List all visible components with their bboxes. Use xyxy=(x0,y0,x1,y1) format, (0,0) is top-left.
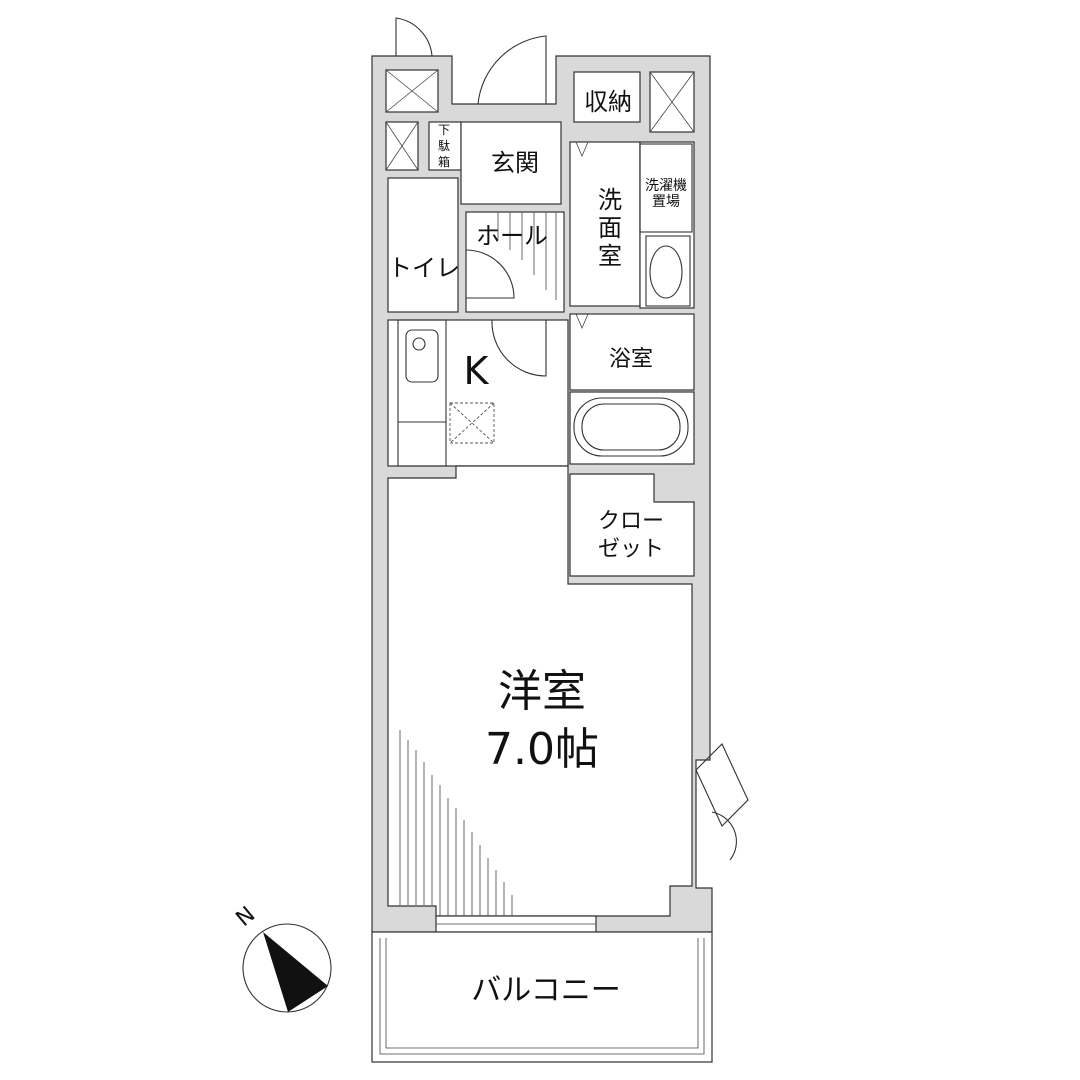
hall-label: ホール xyxy=(476,222,548,250)
kitchen-sink xyxy=(405,329,439,383)
storage-hatch xyxy=(399,730,513,916)
laundry-label-1: 洗濯機 xyxy=(645,178,687,194)
western-room-size: 7.0帖 xyxy=(485,724,599,775)
compass: N xyxy=(231,902,332,1013)
north-label: N xyxy=(231,902,260,932)
western-room xyxy=(387,465,693,917)
laundry-area xyxy=(639,141,695,309)
fridge-space xyxy=(449,402,495,444)
hall-hatch xyxy=(497,212,557,300)
storage xyxy=(573,71,641,123)
entrance-label: 玄関 xyxy=(491,149,539,177)
shaft-door xyxy=(395,17,433,57)
storage-label: 収納 xyxy=(584,88,632,116)
balcony-label: バルコニー xyxy=(471,973,620,1008)
shoe-box-label-2: 駄 xyxy=(438,138,450,153)
shoe-box-label-3: 箱 xyxy=(438,154,450,169)
closet-label-1: クロー xyxy=(598,509,664,534)
kitchen-door-swing xyxy=(491,319,547,377)
kitchen xyxy=(387,319,569,467)
balcony xyxy=(371,931,713,1063)
bathtub xyxy=(573,397,689,457)
closet-label-2: ゼット xyxy=(598,537,664,562)
closet xyxy=(569,473,695,577)
kitchen-label: K xyxy=(464,349,490,393)
north-arrow-icon xyxy=(263,932,328,1012)
laundry-label-2: 置場 xyxy=(652,194,680,210)
shoe-box-label-1: 下 xyxy=(438,123,450,137)
washroom-label-1: 洗 xyxy=(598,186,622,214)
bathroom xyxy=(569,313,695,391)
washroom-label-3: 室 xyxy=(598,242,622,270)
shoe-box xyxy=(428,121,462,171)
entrance xyxy=(460,121,562,205)
entrance-door[interactable] xyxy=(477,35,547,105)
toilet xyxy=(387,177,459,313)
toilet-door-swing xyxy=(465,249,515,299)
sink xyxy=(645,235,691,307)
hall xyxy=(465,211,565,313)
labels: 下 駄 箱 玄関 収納 ホール トイレ 洗 面 室 洗濯機 置場 K 浴室 クロ… xyxy=(388,88,687,1008)
toilet-label: トイレ xyxy=(388,254,460,282)
bathroom-label: 浴室 xyxy=(609,347,653,372)
western-room-label: 洋室 xyxy=(498,666,586,717)
washroom-label-2: 面 xyxy=(598,214,622,242)
side-window[interactable] xyxy=(695,743,749,861)
